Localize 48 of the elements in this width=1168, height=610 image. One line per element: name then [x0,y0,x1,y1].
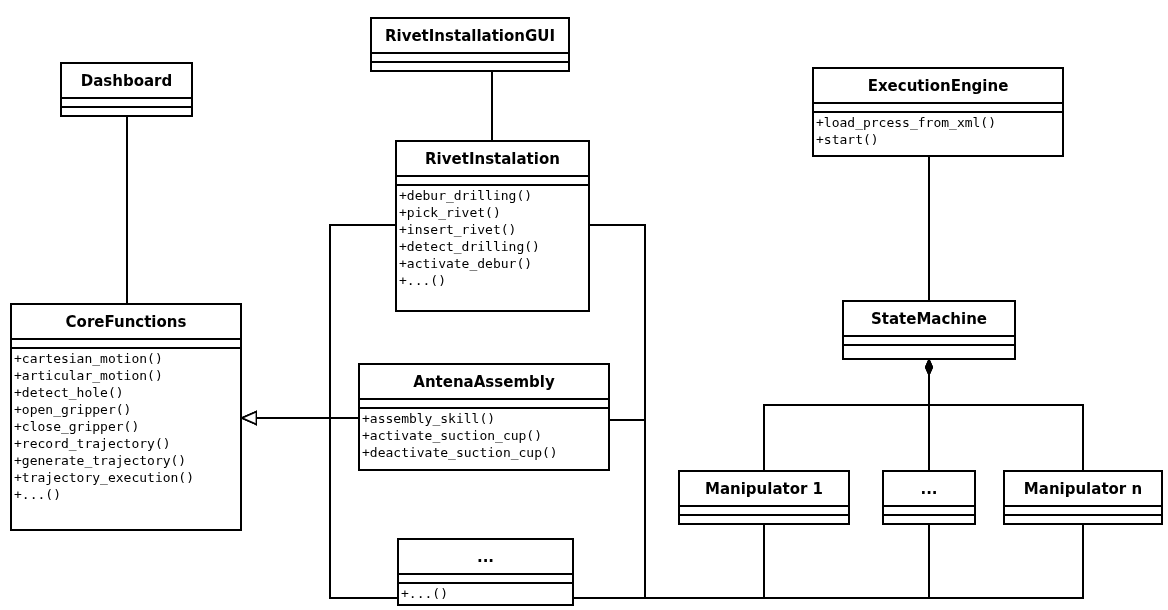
class-box [358,363,610,471]
class-box [882,470,976,525]
class-box [60,62,193,117]
class-name: Manipulator n [1022,479,1144,500]
method-name: +generate_trajectory() [14,452,188,469]
class-box [1003,470,1163,525]
method-name: +...() [14,486,62,503]
class-name: AntenaAssembly [412,372,556,393]
method-name: +open_gripper() [14,401,133,418]
class-box [397,538,574,606]
class-name: CoreFunctions [64,312,188,333]
class-name: Dashboard [79,71,174,92]
method-name: +...() [399,272,447,289]
method-name: +load_prcess_from_xml() [816,114,997,131]
class-box [10,303,242,531]
method-name: +detect_drilling() [399,238,541,255]
method-name: +debur_drilling() [399,187,534,204]
method-name: +pick_rivet() [399,204,502,221]
method-name: +start() [816,131,880,148]
method-name: +detect_hole() [14,384,125,401]
class-name: RivetInstallationGUI [383,26,557,47]
method-name: +assembly_skill() [362,410,497,427]
class-name: ... [919,479,939,500]
association-line [928,156,930,301]
class-name: Manipulator 1 [703,479,825,500]
class-box [812,67,1064,157]
composition-line [925,359,1084,471]
association-line [491,71,493,141]
method-name: +insert_rivet() [399,221,518,238]
class-name: RivetInstalation [424,149,561,170]
class-name: StateMachine [869,309,989,330]
method-name: +cartesian_motion() [14,350,164,367]
method-name: +articular_motion() [14,367,164,384]
method-name: +deactivate_suction_cup() [362,444,559,461]
class-name: ... [475,547,496,568]
method-name: +trajectory_execution() [14,469,195,486]
method-name: +close_gripper() [14,418,141,435]
method-name: +activate_debur() [399,255,534,272]
method-name: +activate_suction_cup() [362,427,543,444]
class-box [370,17,570,72]
generalization-arrow [241,410,398,599]
method-name: +record_trajectory() [14,435,172,452]
class-name: ExecutionEngine [866,76,1010,97]
class-box [678,470,850,525]
class-box [842,300,1016,360]
association-line [126,116,128,304]
method-name: +...() [401,585,449,602]
class-box [395,140,590,312]
